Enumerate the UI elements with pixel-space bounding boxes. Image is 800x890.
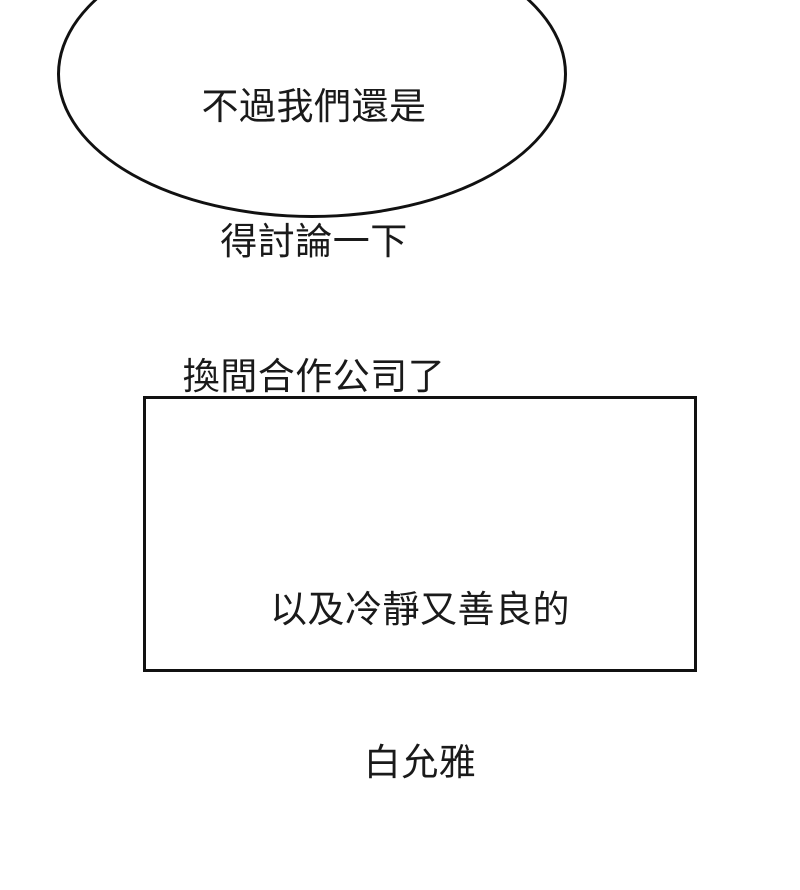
caption-box: 以及冷靜又善良的 白允雅 [143, 396, 697, 784]
caption-line-1: 以及冷靜又善良的 [270, 588, 570, 631]
caption-box-text: 以及冷靜又善良的 白允雅 [146, 482, 694, 890]
speech-bubble-line-2: 得討論一下 [220, 220, 408, 263]
speech-bubble-text: 不過我們還是 得討論一下 換間合作公司了 [60, 0, 568, 489]
caption-line-2: 白允雅 [363, 741, 477, 784]
speech-bubble-line-3: 換間合作公司了 [182, 355, 446, 398]
comic-panel: 不過我們還是 得討論一下 換間合作公司了 以及冷靜又善良的 白允雅 [57, 0, 697, 784]
speech-bubble-line-1: 不過我們還是 [201, 85, 427, 128]
